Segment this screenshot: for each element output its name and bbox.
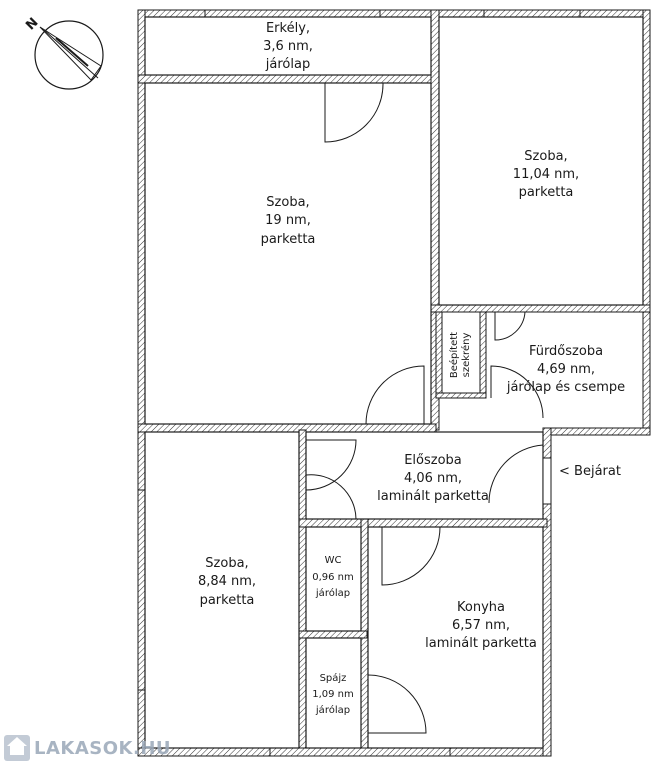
- spajz-floor: járólap: [315, 704, 350, 716]
- furdo-name: Fürdőszoba: [529, 344, 603, 359]
- inner-walls: [137, 9, 651, 749]
- room-wc: WC 0,96 nm járólap: [312, 555, 354, 599]
- room-erkely: Erkély, 3,6 nm, járólap: [263, 21, 313, 72]
- spajz-name: Spájz: [320, 672, 347, 684]
- wc-floor: járólap: [315, 587, 350, 599]
- szoba2-name: Szoba,: [524, 149, 567, 164]
- eloszoba-area: 4,06 nm,: [404, 471, 462, 486]
- entrance-opening: [542, 457, 552, 505]
- north-label: N: [23, 15, 41, 33]
- closet-line1: Beépített: [448, 332, 460, 378]
- szoba3-area: 8,84 nm,: [198, 574, 256, 589]
- lakasok-logo: LAKASOK.HU: [4, 734, 171, 762]
- wc-area: 0,96 nm: [312, 572, 354, 583]
- erkely-floor: járólap: [265, 57, 310, 72]
- doors: [305, 82, 544, 734]
- entrance-label: < Bejárat: [559, 464, 621, 479]
- furdo-area: 4,69 nm,: [537, 362, 595, 377]
- szoba3-name: Szoba,: [205, 556, 248, 571]
- room-szoba-8: Szoba, 8,84 nm, parketta: [198, 556, 256, 608]
- erkely-name: Erkély,: [266, 21, 310, 36]
- outer-walls: [137, 9, 651, 757]
- windows: [138, 10, 581, 756]
- built-in-closet: Beépített szekrény: [448, 332, 472, 378]
- furdo-floor: járólap és csempe: [506, 380, 625, 395]
- szoba2-floor: parketta: [519, 185, 574, 200]
- room-furdoszoba: Fürdőszoba 4,69 nm, járólap és csempe: [506, 344, 625, 395]
- room-szoba-11: Szoba, 11,04 nm, parketta: [513, 149, 579, 200]
- room-eloszoba: Előszoba 4,06 nm, laminált parketta: [377, 453, 489, 504]
- wc-name: WC: [325, 555, 342, 566]
- konyha-name: Konyha: [457, 600, 505, 615]
- spajz-area: 1,09 nm: [312, 689, 354, 700]
- room-konyha: Konyha 6,57 nm, laminált parketta: [425, 600, 537, 651]
- north-arrow-icon: N: [23, 15, 104, 90]
- szoba1-name: Szoba,: [266, 195, 309, 210]
- room-szoba-19: Szoba, 19 nm, parketta: [261, 195, 316, 247]
- room-spajz: Spájz 1,09 nm járólap: [312, 672, 354, 716]
- eloszoba-name: Előszoba: [404, 453, 462, 468]
- eloszoba-floor: laminált parketta: [377, 489, 489, 504]
- logo-text: LAKASOK.HU: [34, 737, 172, 759]
- szoba1-area: 19 nm,: [265, 213, 311, 228]
- house-icon: [4, 735, 30, 761]
- erkely-area: 3,6 nm,: [263, 39, 313, 54]
- szoba1-floor: parketta: [261, 232, 316, 247]
- szoba3-floor: parketta: [200, 593, 255, 608]
- szoba2-area: 11,04 nm,: [513, 167, 579, 182]
- konyha-area: 6,57 nm,: [452, 618, 510, 633]
- closet-line2: szekrény: [460, 333, 472, 378]
- konyha-floor: laminált parketta: [425, 636, 537, 651]
